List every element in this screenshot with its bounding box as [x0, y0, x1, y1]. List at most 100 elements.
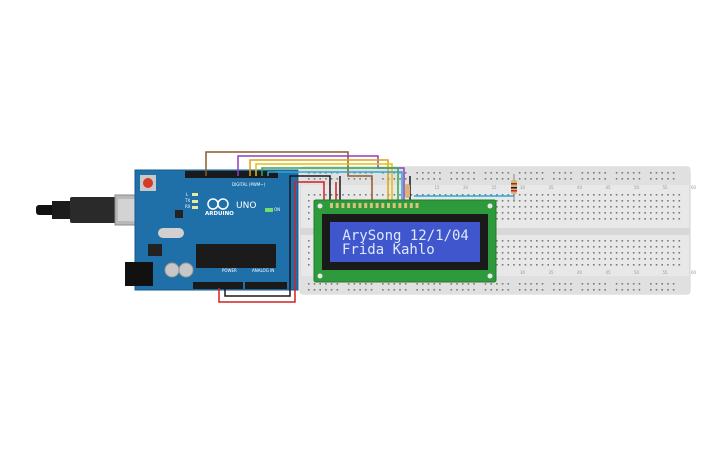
breadboard-hole[interactable]	[553, 200, 555, 202]
breadboard-hole[interactable]	[501, 246, 504, 248]
breadboard-hole[interactable]	[655, 178, 658, 180]
breadboard-hole[interactable]	[353, 289, 356, 291]
breadboard-hole[interactable]	[627, 212, 629, 214]
breadboard-hole[interactable]	[461, 178, 464, 180]
breadboard-hole[interactable]	[678, 264, 681, 266]
lcd-pin[interactable]	[369, 203, 373, 208]
breadboard-hole[interactable]	[347, 194, 350, 196]
breadboard-hole[interactable]	[513, 246, 515, 248]
breadboard-hole[interactable]	[575, 246, 578, 248]
breadboard-hole[interactable]	[325, 172, 327, 174]
breadboard-hole[interactable]	[496, 283, 498, 285]
breadboard-hole[interactable]	[672, 264, 675, 266]
breadboard-hole[interactable]	[507, 258, 510, 260]
breadboard-hole[interactable]	[422, 194, 424, 196]
breadboard-hole[interactable]	[581, 252, 584, 254]
breadboard-hole[interactable]	[661, 258, 663, 260]
breadboard-hole[interactable]	[541, 200, 544, 202]
breadboard-hole[interactable]	[650, 240, 652, 242]
breadboard-hole[interactable]	[558, 178, 561, 180]
breadboard-hole[interactable]	[347, 283, 350, 285]
breadboard-hole[interactable]	[536, 240, 538, 242]
breadboard-hole[interactable]	[530, 258, 532, 260]
breadboard-hole[interactable]	[530, 206, 532, 208]
breadboard-hole[interactable]	[501, 200, 504, 202]
breadboard-hole[interactable]	[553, 258, 555, 260]
breadboard-hole[interactable]	[661, 178, 663, 180]
breadboard-hole[interactable]	[632, 264, 635, 266]
breadboard-hole[interactable]	[632, 252, 635, 254]
breadboard-hole[interactable]	[541, 240, 544, 242]
lcd-pin[interactable]	[398, 203, 402, 208]
breadboard-hole[interactable]	[593, 212, 595, 214]
lcd-resistor[interactable]	[405, 184, 410, 198]
breadboard-hole[interactable]	[484, 194, 487, 196]
breadboard-hole[interactable]	[416, 178, 418, 180]
breadboard-hole[interactable]	[627, 252, 629, 254]
breadboard-hole[interactable]	[570, 218, 572, 220]
breadboard-hole[interactable]	[598, 212, 601, 214]
breadboard-hole[interactable]	[627, 264, 629, 266]
breadboard-hole[interactable]	[672, 258, 675, 260]
breadboard-hole[interactable]	[587, 264, 589, 266]
breadboard-hole[interactable]	[632, 246, 635, 248]
breadboard-hole[interactable]	[581, 218, 584, 220]
breadboard-hole[interactable]	[672, 252, 675, 254]
breadboard-hole[interactable]	[604, 252, 606, 254]
breadboard-hole[interactable]	[615, 212, 618, 214]
breadboard-hole[interactable]	[530, 218, 532, 220]
breadboard-hole[interactable]	[621, 172, 624, 174]
breadboard-hole[interactable]	[479, 194, 481, 196]
breadboard-hole[interactable]	[661, 264, 663, 266]
breadboard-hole[interactable]	[439, 194, 441, 196]
breadboard-hole[interactable]	[518, 200, 521, 202]
breadboard-hole[interactable]	[621, 200, 624, 202]
breadboard-hole[interactable]	[661, 194, 663, 196]
breadboard-hole[interactable]	[507, 218, 510, 220]
breadboard-hole[interactable]	[621, 246, 624, 248]
breadboard-hole[interactable]	[319, 194, 321, 196]
breadboard-hole[interactable]	[308, 178, 310, 180]
breadboard-hole[interactable]	[598, 172, 601, 174]
breadboard-hole[interactable]	[541, 178, 544, 180]
breadboard-hole[interactable]	[581, 283, 584, 285]
breadboard-hole[interactable]	[524, 246, 527, 248]
breadboard-hole[interactable]	[553, 212, 555, 214]
breadboard-hole[interactable]	[308, 212, 310, 214]
breadboard-hole[interactable]	[570, 206, 572, 208]
breadboard-hole[interactable]	[650, 194, 652, 196]
breadboard-hole[interactable]	[524, 258, 527, 260]
lcd-pin[interactable]	[341, 203, 345, 208]
breadboard-hole[interactable]	[558, 283, 561, 285]
breadboard-hole[interactable]	[570, 194, 572, 196]
breadboard-hole[interactable]	[638, 200, 641, 202]
breadboard-hole[interactable]	[370, 283, 373, 285]
breadboard-hole[interactable]	[524, 252, 527, 254]
breadboard-hole[interactable]	[365, 172, 367, 174]
breadboard-hole[interactable]	[638, 258, 641, 260]
breadboard-hole[interactable]	[496, 240, 498, 242]
breadboard-hole[interactable]	[610, 258, 612, 260]
breadboard-hole[interactable]	[496, 289, 498, 291]
breadboard-hole[interactable]	[507, 264, 510, 266]
breadboard-hole[interactable]	[524, 264, 527, 266]
breadboard-hole[interactable]	[650, 218, 652, 220]
breadboard-hole[interactable]	[593, 246, 595, 248]
breadboard-hole[interactable]	[678, 194, 681, 196]
breadboard-hole[interactable]	[399, 289, 401, 291]
breadboard-hole[interactable]	[678, 252, 681, 254]
breadboard-hole[interactable]	[370, 289, 373, 291]
breadboard-hole[interactable]	[387, 289, 390, 291]
breadboard-hole[interactable]	[621, 240, 624, 242]
breadboard-hole[interactable]	[570, 212, 572, 214]
breadboard-hole[interactable]	[313, 194, 316, 196]
breadboard-hole[interactable]	[518, 212, 521, 214]
breadboard-hole[interactable]	[518, 258, 521, 260]
breadboard-hole[interactable]	[678, 240, 681, 242]
breadboard-hole[interactable]	[450, 178, 453, 180]
breadboard-hole[interactable]	[518, 178, 521, 180]
breadboard-hole[interactable]	[593, 289, 595, 291]
breadboard-hole[interactable]	[581, 206, 584, 208]
lcd-16x2-module[interactable]: ArySong 12/1/04 Frida Kahlo	[313, 199, 497, 283]
breadboard-hole[interactable]	[490, 172, 492, 174]
